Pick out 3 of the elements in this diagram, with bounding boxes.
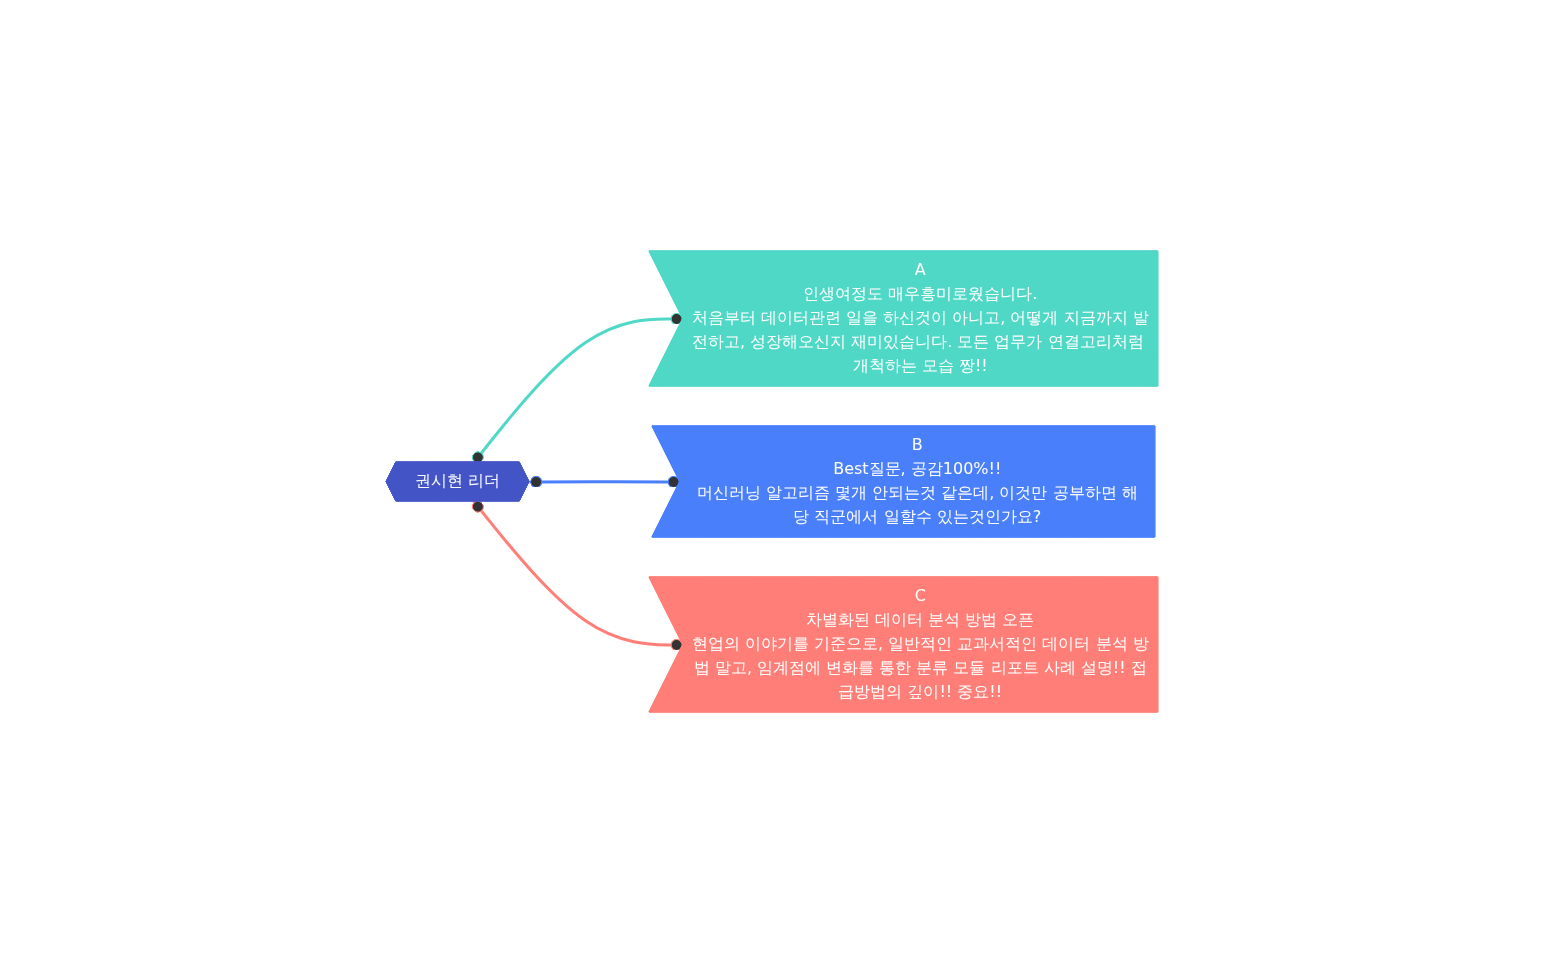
connector	[529, 475, 681, 488]
connector	[471, 312, 684, 463]
connector	[471, 500, 684, 651]
